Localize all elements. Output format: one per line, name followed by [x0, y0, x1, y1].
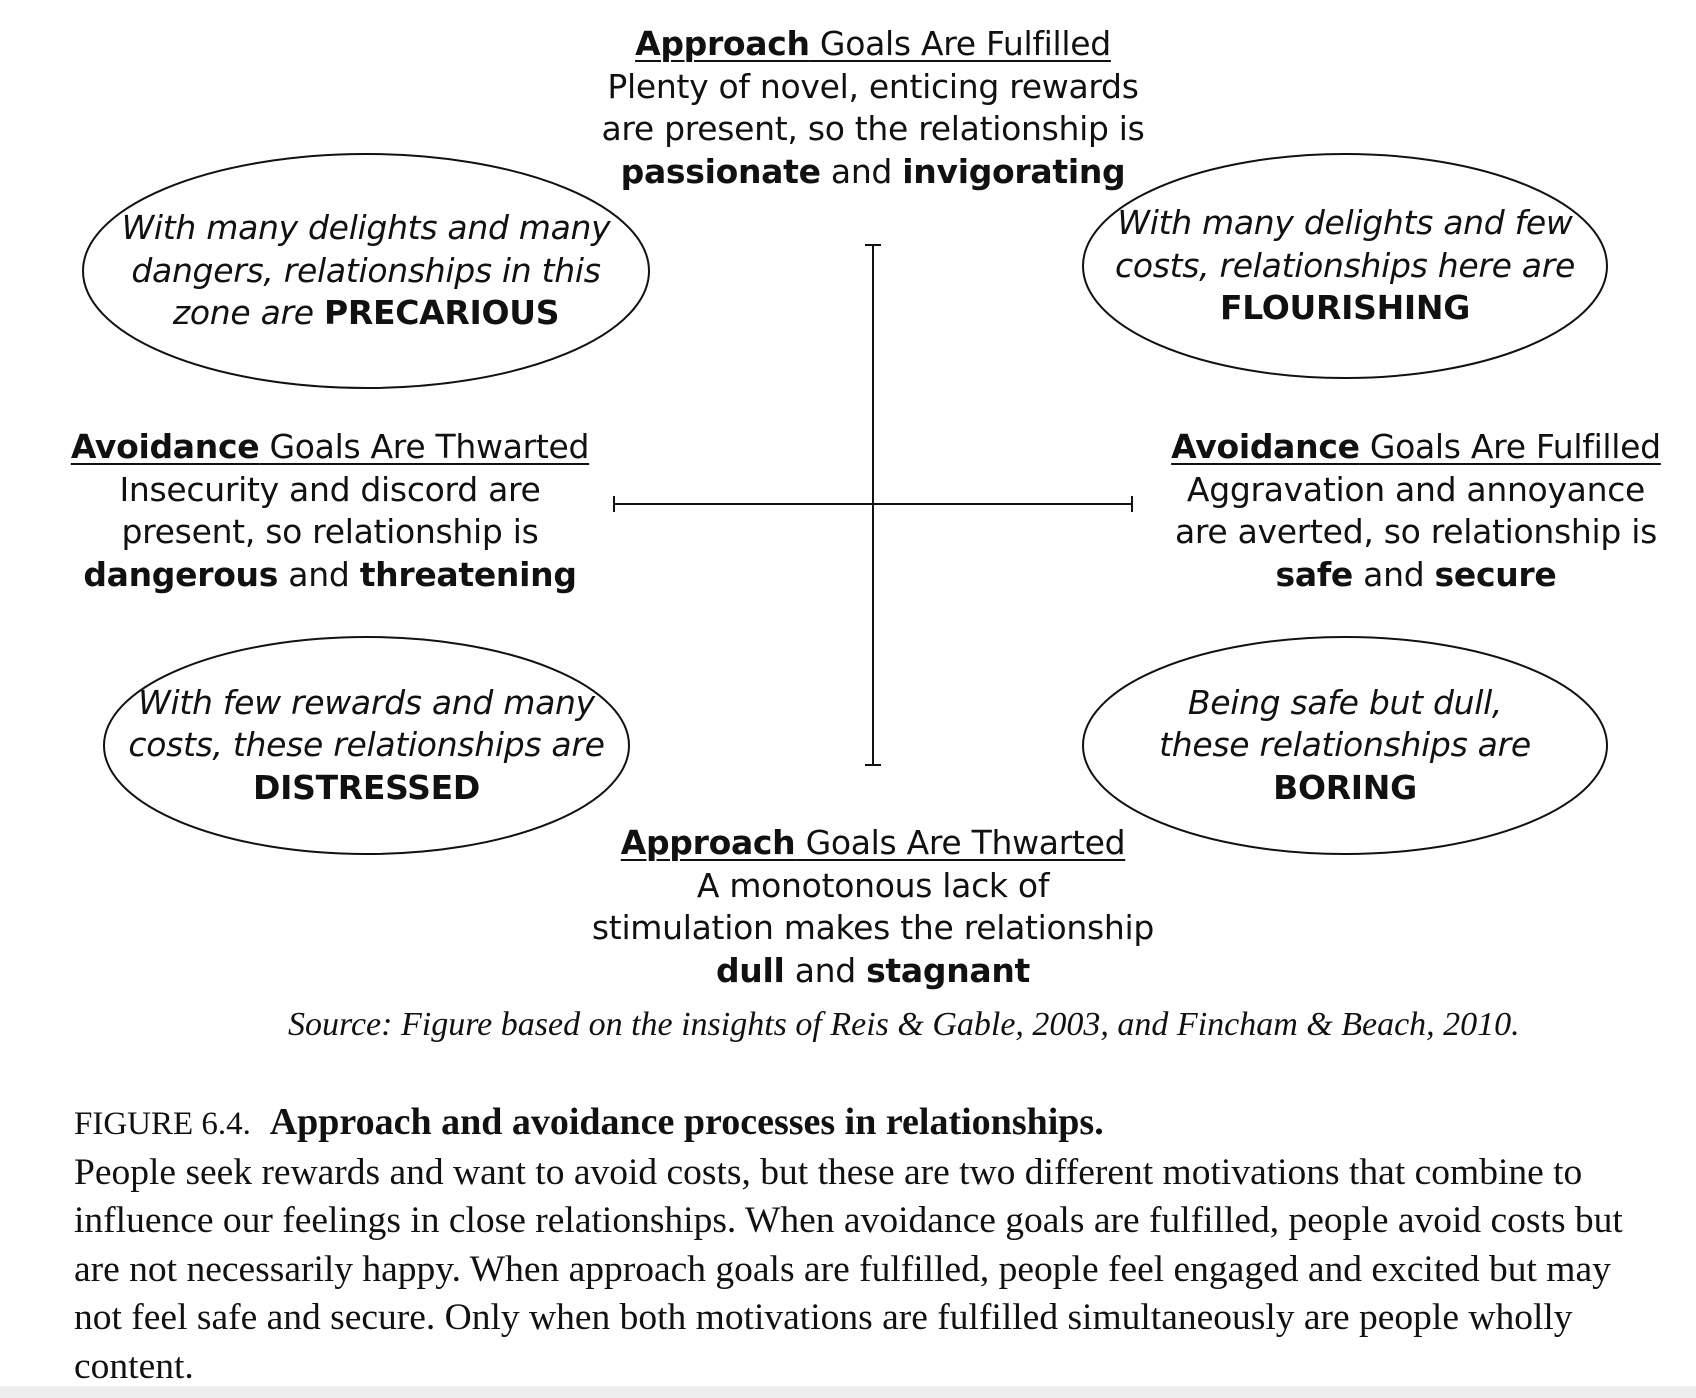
oval-outline	[103, 636, 630, 855]
page-edge	[0, 1386, 1696, 1398]
pole-heading: Approach Goals Are Thwarted	[620, 823, 1126, 862]
pole-heading: Avoidance Goals Are Fulfilled	[1171, 427, 1661, 466]
pole-approach-thwarted: Approach Goals Are Thwarted A monotonous…	[573, 822, 1173, 992]
quadrant-label: FLOURISHING	[1219, 288, 1470, 328]
oval-outline	[82, 153, 650, 389]
quadrant-boring: Being safe but dull, these relationships…	[1082, 636, 1608, 855]
pole-line: present, so relationship is	[121, 512, 539, 551]
pole-keywords: dangerous and threatening	[83, 554, 577, 594]
pole-heading: Avoidance Goals Are Thwarted	[70, 427, 590, 466]
quadrant-line: With many delights and few	[1117, 203, 1573, 243]
quadrant-distressed: With few rewards and many costs, these r…	[103, 636, 630, 855]
pole-line: A monotonous lack of	[696, 865, 1050, 905]
quadrant-precarious: With many delights and many dangers, rel…	[82, 153, 650, 389]
quadrant-line: FLOURISHING	[1115, 287, 1575, 330]
quadrant-line: With many delights and many	[121, 208, 611, 248]
quadrant-line: zone are PRECARIOUS	[172, 293, 560, 333]
figure-caption-body: People seek rewards and want to avoid co…	[74, 1151, 1623, 1387]
oval-outline	[1082, 153, 1608, 379]
pole-approach-fulfilled: Approach Goals Are Fulfilled Plenty of n…	[573, 23, 1173, 193]
quadrant-line: costs, these relationships are	[128, 725, 605, 765]
pole-heading: Approach Goals Are Fulfilled	[635, 24, 1111, 63]
figure-title: Approach and avoidance processes in rela…	[269, 1101, 1104, 1143]
pole-keywords: dull and stagnant	[715, 950, 1031, 990]
oval-outline	[1082, 636, 1608, 855]
quadrant-line: dangers, relationships in this	[131, 250, 601, 290]
figure-caption: FIGURE 6.4. Approach and avoidance proce…	[74, 1098, 1634, 1391]
quadrant-flourishing: With many delights and few costs, relati…	[1082, 153, 1608, 379]
pole-avoidance-fulfilled: Avoidance Goals Are Fulfilled Aggravatio…	[1136, 426, 1696, 596]
pole-line: are averted, so relationship is	[1174, 512, 1658, 551]
quadrant-label: BORING	[1273, 767, 1417, 807]
quadrant-line: With few rewards and many	[138, 682, 595, 722]
figure-source: Source: Figure based on the insights of …	[288, 1006, 1520, 1043]
pole-line: Plenty of novel, enticing rewards	[607, 66, 1139, 106]
pole-line: are present, so the relationship is	[601, 109, 1145, 148]
quadrant-line: DISTRESSED	[128, 767, 604, 810]
pole-keywords: safe and secure	[1275, 554, 1557, 594]
quadrant-line: Being safe but dull,	[1187, 682, 1503, 722]
pole-line: Insecurity and discord are	[119, 469, 541, 509]
quadrant-label: PRECARIOUS	[323, 293, 560, 333]
quadrant-label: DISTRESSED	[253, 767, 480, 807]
pole-avoidance-thwarted: Avoidance Goals Are Thwarted Insecurity …	[50, 426, 610, 596]
pole-keywords: passionate and invigorating	[620, 151, 1126, 191]
quadrant-line: these relationships are	[1159, 725, 1531, 765]
pole-line: stimulation makes the relationship	[591, 908, 1155, 947]
figure-number: FIGURE 6.4.	[74, 1106, 251, 1142]
quadrant-line: costs, relationships here are	[1115, 245, 1575, 285]
quadrant-line: BORING	[1159, 767, 1531, 810]
pole-line: Aggravation and annoyance	[1186, 469, 1646, 509]
